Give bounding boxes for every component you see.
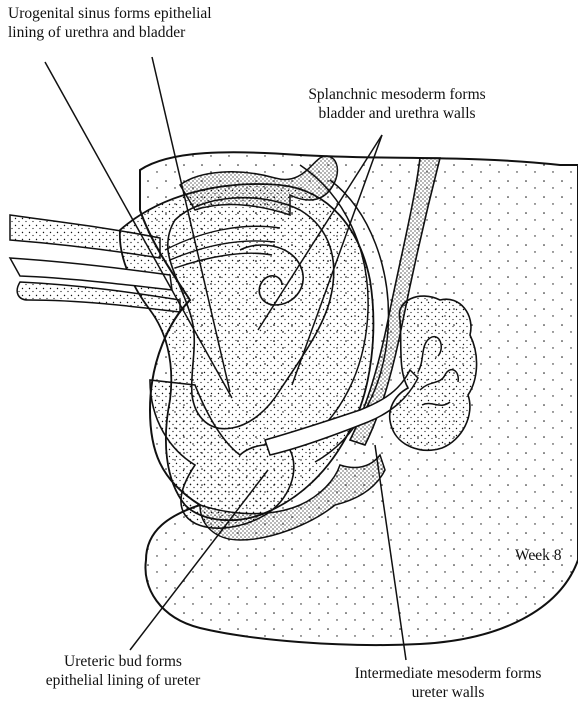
intermediate-label-line2: ureter walls bbox=[330, 683, 566, 702]
splanchnic-mesoderm-label: Splanchnic mesoderm forms bladder and ur… bbox=[290, 85, 504, 123]
week-label: Week 8 bbox=[515, 546, 562, 565]
ureteric-label-line1: Ureteric bud forms bbox=[18, 652, 228, 671]
urogenital-label-line2: lining of urethra and bladder bbox=[8, 23, 212, 42]
urogenital-label-line1: Urogenital sinus forms epithelial bbox=[8, 4, 212, 23]
ureteric-label-line2: epithelial lining of ureter bbox=[18, 671, 228, 690]
urogenital-sinus-label: Urogenital sinus forms epithelial lining… bbox=[8, 4, 212, 42]
splanchnic-label-line2: bladder and urethra walls bbox=[290, 104, 504, 123]
intermediate-label-line1: Intermediate mesoderm forms bbox=[330, 664, 566, 683]
ureteric-bud-label: Ureteric bud forms epithelial lining of … bbox=[18, 652, 228, 690]
kidney bbox=[390, 296, 477, 450]
splanchnic-label-line1: Splanchnic mesoderm forms bbox=[290, 85, 504, 104]
intermediate-mesoderm-label: Intermediate mesoderm forms ureter walls bbox=[330, 664, 566, 702]
